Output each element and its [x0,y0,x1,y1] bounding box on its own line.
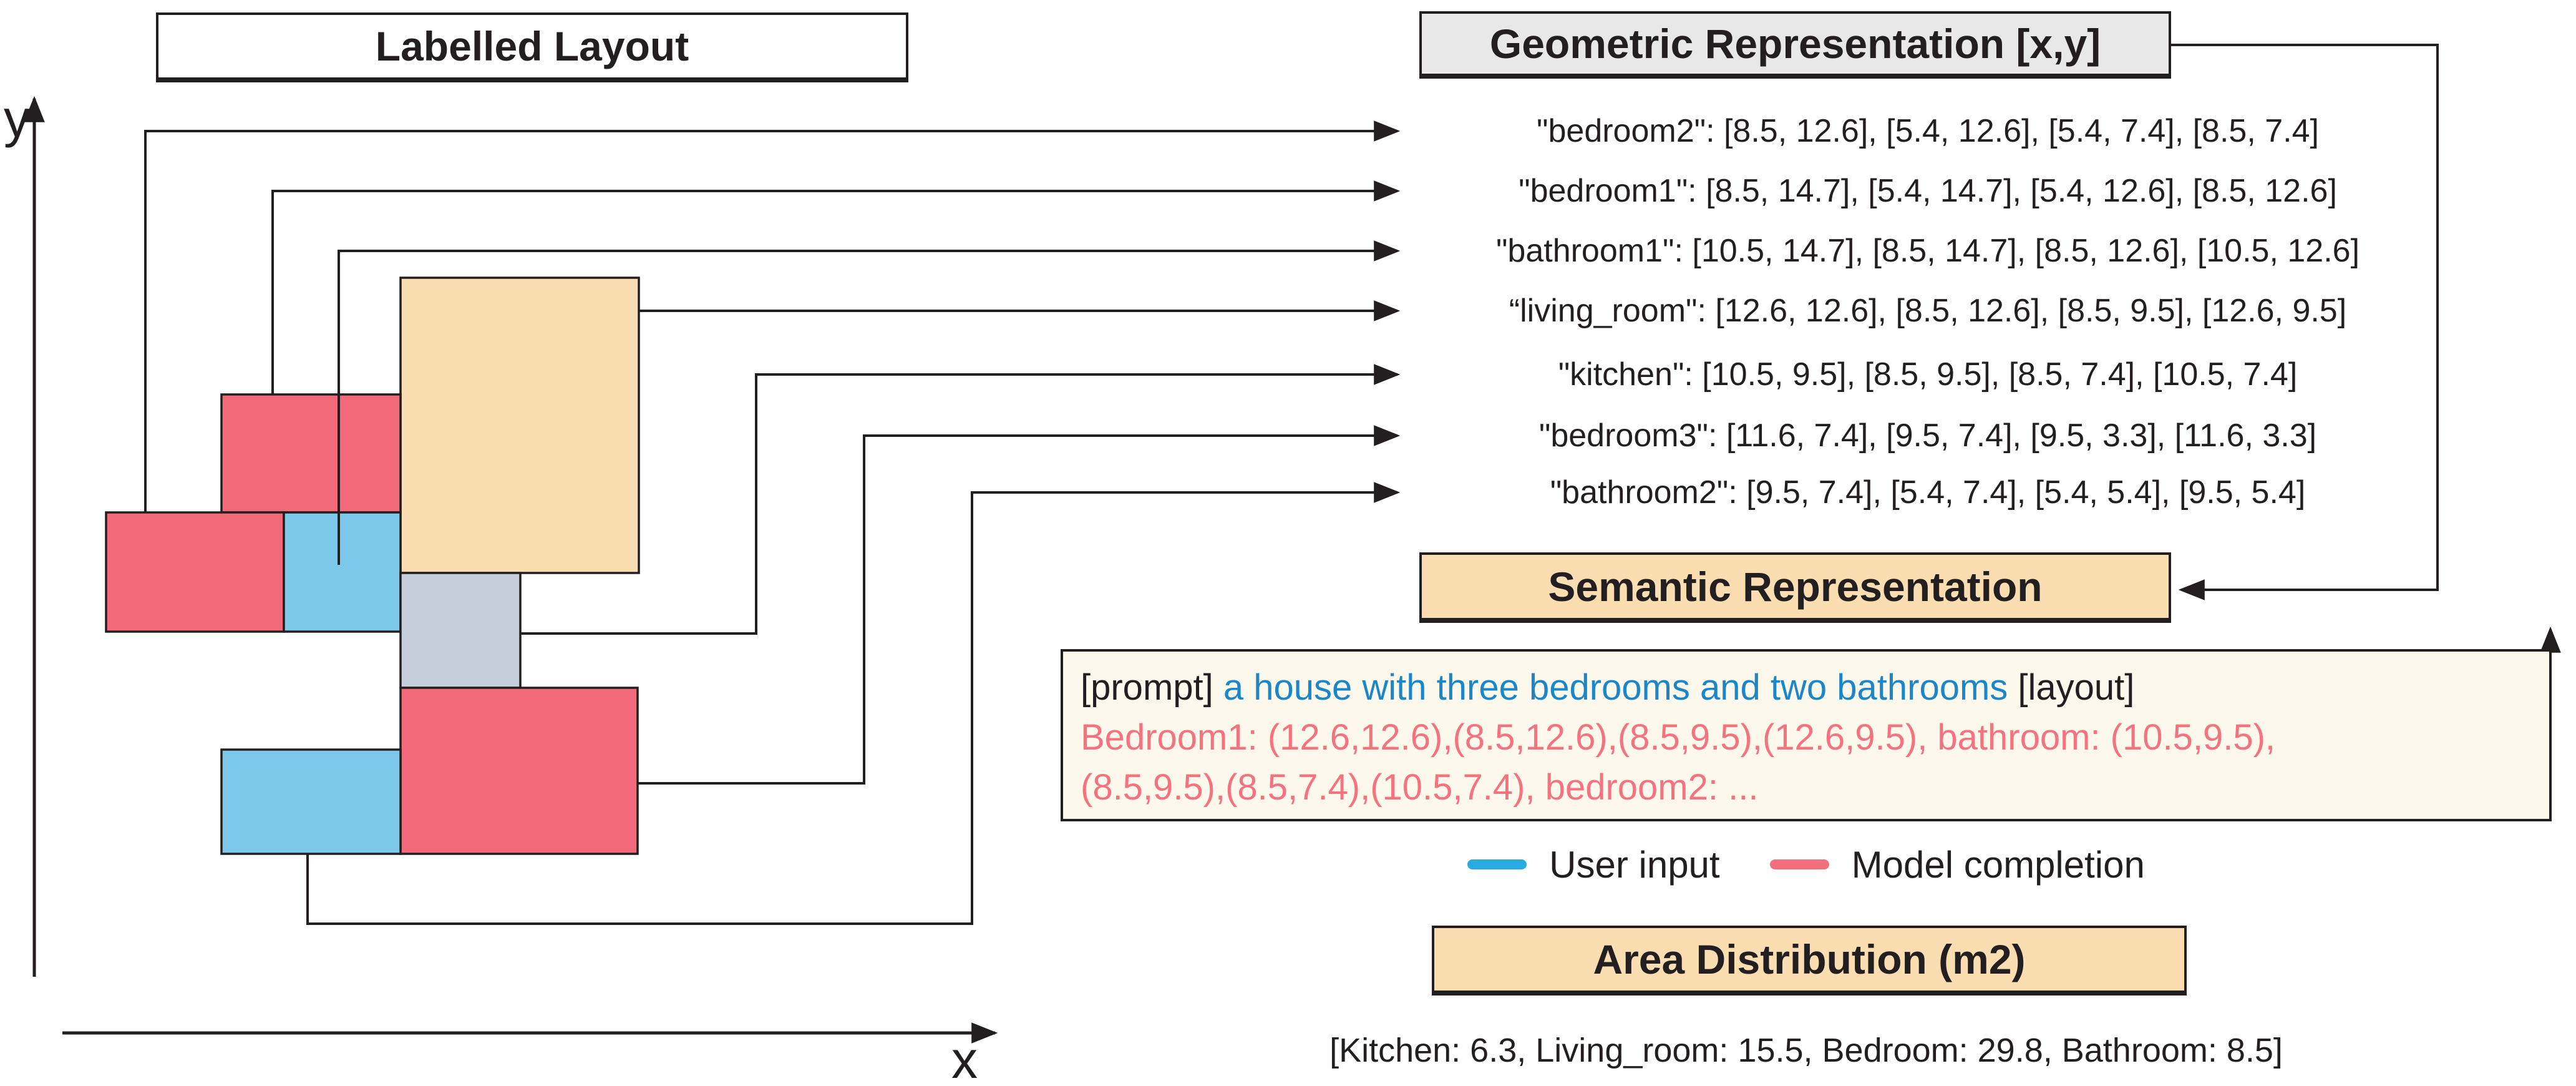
connector-bedroom1-row [271,180,1401,394]
room-bathroom1 [283,511,402,633]
layout-tag: [layout] [2018,667,2135,708]
coord-row-living-room: “living_room": [12.6, 12.6], [8.5, 12.6]… [1509,293,2347,329]
prompt-tag: [prompt] [1081,667,1213,708]
legend-item-model-completion: Model completion [1769,843,2145,886]
connector-kitchen-row [520,364,1401,635]
connector-geometric-to-semantic [2171,44,2439,600]
area-distribution-values: [Kitchen: 6.3, Living_room: 15.5, Bedroo… [1329,1032,2283,1069]
x-axis-label: x [951,1030,978,1086]
room-kitchen [399,572,522,689]
y-axis-label: y [4,89,30,148]
coord-row-bathroom2: "bathroom2": [9.5, 7.4], [5.4, 7.4], [5.… [1550,474,2306,511]
room-bedroom2 [105,511,285,633]
room-bedroom1 [220,393,402,514]
labelled-layout-title: Labelled Layout [375,23,689,69]
model-completion-label: Model completion [1851,843,2145,886]
geometric-coordinate-rows: "bedroom2": [8.5, 12.6], [5.4, 12.6], [5… [1397,0,2458,537]
prompt-user-text: a house with three bedrooms and two bath… [1223,667,2008,708]
geometric-representation-title: Geometric Representation [x,y] [1489,21,2101,67]
coord-row-bedroom2: "bedroom2": [8.5, 12.6], [5.4, 12.6], [5… [1537,113,2319,149]
prompt-completion-box: [prompt] a house with three bedrooms and… [1061,649,2552,821]
model-completion-line-1: Bedroom1: (12.6,12.6),(8.5,12.6),(8.5,9.… [1081,717,2276,758]
legend: User input Model completion [1061,839,2552,889]
room-bathroom2 [220,748,402,855]
labelled-layout-title-box: Labelled Layout [156,12,908,82]
user-input-swatch-icon [1467,859,1527,869]
area-distribution-title-box: Area Distribution (m2) [1432,926,2187,996]
area-distribution-title: Area Distribution (m2) [1593,936,2026,982]
user-input-label: User input [1549,843,1720,886]
room-bedroom3 [399,687,639,855]
model-completion-line-2: (8.5,9.5),(8.5,7.4),(10.5,7.4), bedroom2… [1081,767,1759,808]
semantic-representation-title-box: Semantic Representation [1419,552,2171,623]
connector-bathroom2-row [306,482,1401,925]
coord-row-bedroom1: "bedroom1": [8.5, 14.7], [5.4, 14.7], [5… [1519,173,2337,209]
connector-bedroom3-row [638,425,1401,785]
coord-row-bedroom3: "bedroom3": [11.6, 7.4], [9.5, 7.4], [9.… [1538,418,2317,454]
connector-bedroom2-row [144,120,1401,512]
geometric-representation-title-box: Geometric Representation [x,y] [1419,11,2171,79]
coord-row-bathroom1: "bathroom1": [10.5, 14.7], [8.5, 14.7], … [1495,233,2360,269]
legend-item-user-input: User input [1467,843,1720,886]
semantic-representation-title: Semantic Representation [1548,563,2043,610]
coord-row-kitchen: "kitchen": [10.5, 9.5], [8.5, 9.5], [8.5… [1558,356,2298,393]
connector-bathroom1-row [338,240,1401,565]
room-living-room [399,276,640,574]
model-completion-swatch-icon [1769,859,1829,869]
